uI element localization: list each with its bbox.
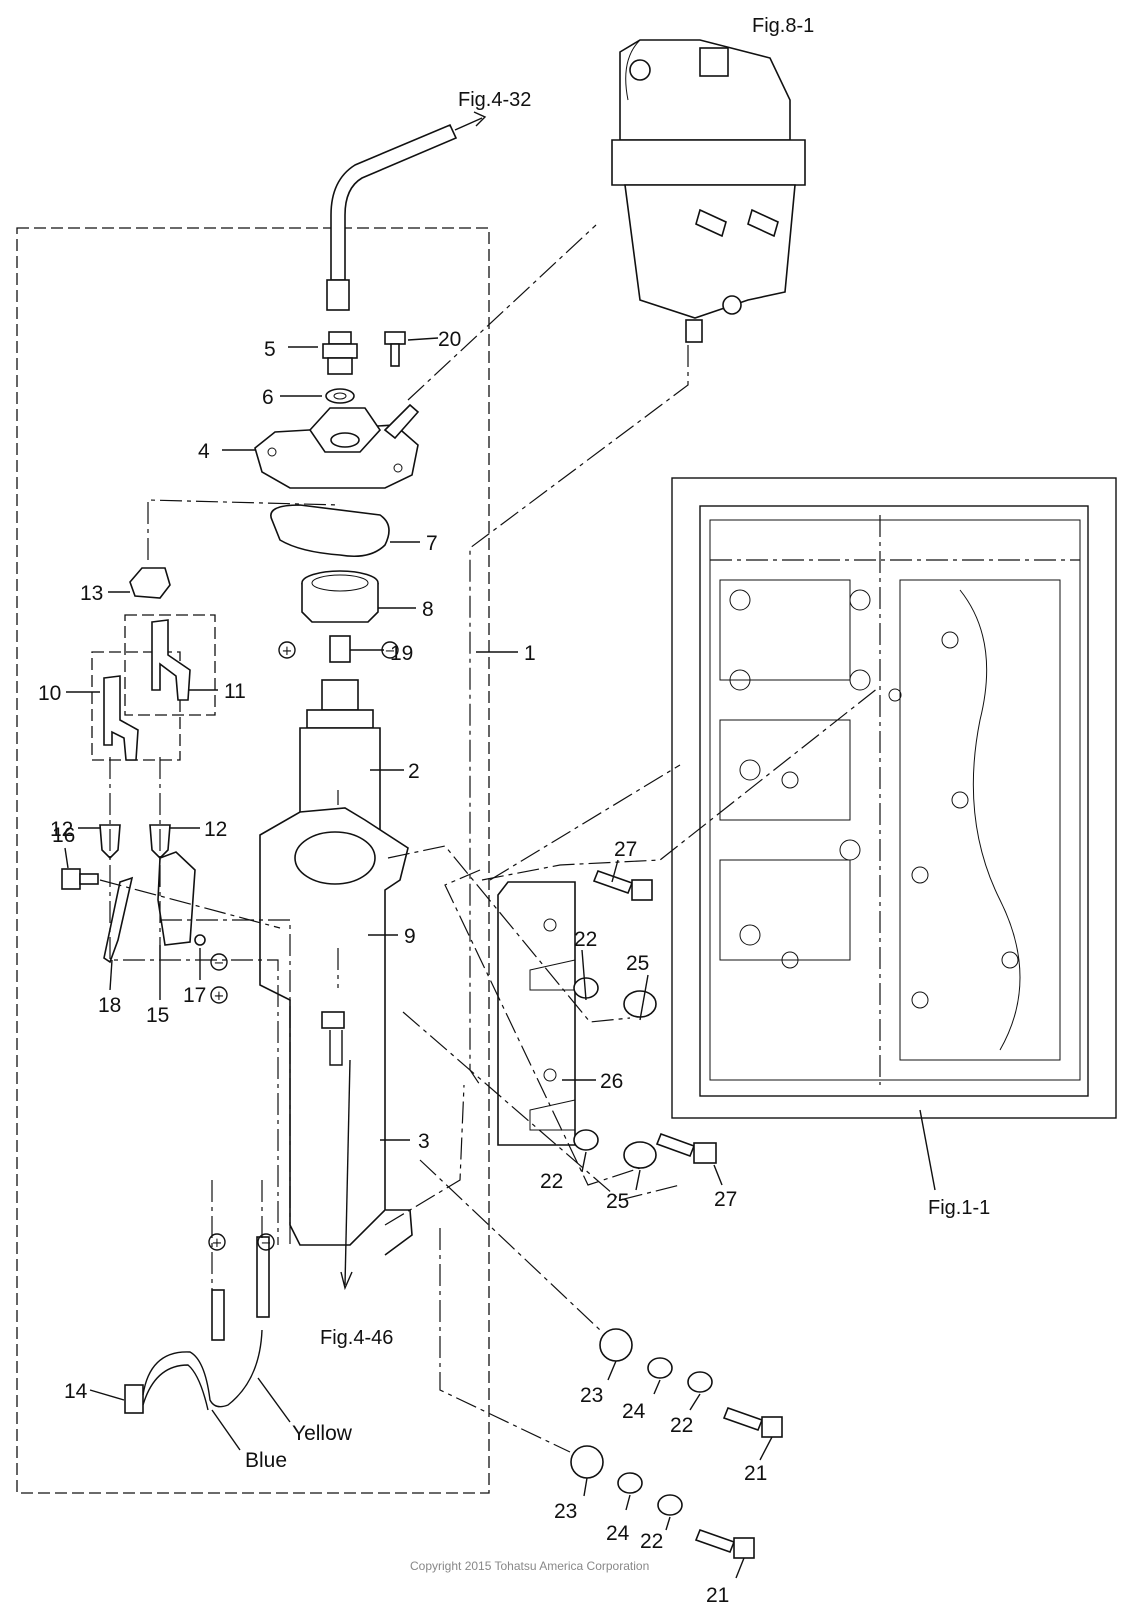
figure-references: Fig.8-1 Fig.4-32 Fig.4-46 Fig.1-1 <box>320 15 990 1349</box>
wire-color-blue: Blue <box>245 1449 287 1472</box>
part-label: 26 <box>600 1070 623 1093</box>
part-label: 21 <box>744 1462 767 1485</box>
polarity-plus-line: + <box>214 989 225 1004</box>
part-13-cap <box>129 567 171 599</box>
part-22-washer-b <box>573 1129 599 1151</box>
fig-ref-8-1: Fig.8-1 <box>752 15 814 37</box>
fuel-hose-illustration <box>326 111 487 311</box>
part-3-housing <box>259 807 413 1256</box>
part-label: 24 <box>622 1400 646 1423</box>
part-21-bolt-b <box>694 1528 755 1559</box>
part-label: 18 <box>98 994 121 1017</box>
part-23-collar-a <box>599 1328 633 1362</box>
part-11-terminal <box>151 619 191 701</box>
part-label: 22 <box>670 1414 693 1437</box>
part-23-collar-b <box>570 1445 604 1479</box>
part-22-washer-d <box>657 1494 683 1516</box>
polarity-minus-pump: − <box>385 644 396 659</box>
part-label: 22 <box>540 1170 563 1193</box>
part-20-bolt <box>384 331 406 367</box>
part-label: 22 <box>640 1530 663 1553</box>
part-label: 9 <box>404 925 416 948</box>
part-18-clip <box>103 876 134 964</box>
part-6-washer <box>325 388 355 404</box>
part-4-cover <box>254 403 420 489</box>
polarity-markers: + − − + + − <box>208 641 399 1251</box>
part-16-bolt <box>61 868 99 890</box>
part-label: 12 <box>50 818 73 841</box>
part-label: 25 <box>626 952 649 975</box>
part-24-spacer-b <box>617 1472 643 1494</box>
polarity-minus-line: − <box>214 956 225 971</box>
part-labels: 1 2 3 4 5 6 7 8 9 10 11 12 12 13 14 15 1… <box>38 328 767 1607</box>
part-25-bush-b <box>623 1141 657 1169</box>
part-8-nut <box>301 570 379 623</box>
fig-ref-4-46: Fig.4-46 <box>320 1327 393 1349</box>
part-label: 24 <box>606 1522 630 1545</box>
leader-lines <box>64 224 936 1579</box>
polarity-minus-harness: − <box>261 1236 272 1251</box>
part-label: 2 <box>408 760 420 783</box>
part-label: 7 <box>426 532 438 555</box>
part-5-fitting <box>322 331 358 375</box>
part-22-washer-c <box>687 1371 713 1393</box>
part-10-terminal <box>103 675 139 761</box>
polarity-plus-harness: + <box>212 1236 223 1251</box>
part-label: 23 <box>554 1500 577 1523</box>
part-label: 14 <box>64 1380 88 1403</box>
part-21-bolt-a <box>722 1406 783 1438</box>
part-label: 22 <box>574 928 597 951</box>
part-25-bush-a <box>623 990 657 1018</box>
engine-block-inset <box>671 477 1117 1119</box>
part-label: 1 <box>524 642 536 665</box>
part-label: 8 <box>422 598 434 621</box>
part-label: 11 <box>224 680 246 703</box>
part-label: 6 <box>262 386 274 409</box>
assembly-boundary <box>16 227 490 1494</box>
fig-ref-4-32: Fig.4-32 <box>458 89 531 111</box>
part-label: 15 <box>146 1004 169 1027</box>
part-label: 27 <box>614 838 637 861</box>
part-17-washer <box>194 934 206 946</box>
part-label: 13 <box>80 582 103 605</box>
part-14-harness <box>124 1236 270 1414</box>
part-7-o-ring <box>270 504 390 558</box>
part-15-bracket <box>157 851 196 946</box>
part-label: 21 <box>706 1584 729 1607</box>
mount-plate <box>497 881 576 1146</box>
part-11-group <box>124 614 216 716</box>
part-label: 25 <box>606 1190 629 1213</box>
part-label: 16 <box>52 824 75 847</box>
part-27-bolt-a <box>592 869 653 901</box>
part-label: 3 <box>418 1130 430 1153</box>
part-24-spacer-a <box>647 1357 673 1379</box>
part-label: 20 <box>438 328 461 351</box>
fig-ref-1-1: Fig.1-1 <box>928 1197 990 1219</box>
part-label: 23 <box>580 1384 603 1407</box>
part-label: 5 <box>264 338 276 361</box>
part-19-filter <box>329 635 351 663</box>
part-label: 27 <box>714 1188 737 1211</box>
part-label: 10 <box>38 682 61 705</box>
polarity-plus-pump: + <box>282 644 293 659</box>
copyright-notice: Copyright 2015 Tohatsu America Corporati… <box>410 1559 649 1573</box>
part-27-bolt-b <box>655 1132 717 1164</box>
vapor-separator-illustration <box>611 39 806 343</box>
wire-color-yellow: Yellow <box>292 1422 353 1445</box>
part-label: 12 <box>204 818 227 841</box>
part-label: 17 <box>183 984 206 1007</box>
part-label: 4 <box>198 440 210 463</box>
part-label: 19 <box>390 642 413 665</box>
